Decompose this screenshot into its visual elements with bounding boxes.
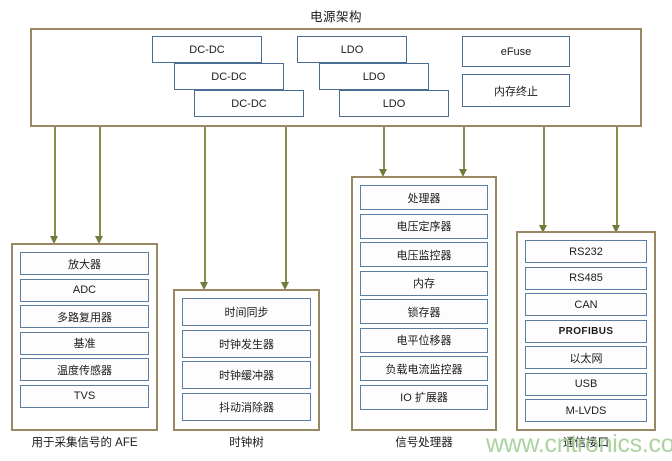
list-item-comm-5[interactable]: USB — [525, 372, 647, 396]
group-signal-processor: 处理器 电压定序器 电压监控器 内存 锁存器 电平位移器 负载电流监控器 IO … — [351, 176, 497, 431]
list-item-label: 温度传感器 — [57, 364, 112, 377]
list-item-afe-2[interactable]: 多路复用器 — [20, 305, 149, 328]
connector-line-comm-1 — [543, 127, 545, 227]
list-item-label: CAN — [574, 298, 598, 311]
list-item-clock-1[interactable]: 时钟发生器 — [182, 329, 311, 358]
list-item-sigproc-2[interactable]: 电压监控器 — [360, 242, 488, 267]
rail-box-dcdc-3[interactable]: DC-DC — [194, 90, 304, 117]
list-item-comm-0[interactable]: RS232 — [525, 240, 647, 263]
connector-arrow-comm-2 — [612, 225, 620, 233]
rail-box-label: LDO — [362, 70, 386, 83]
connector-line-sigproc-2 — [463, 127, 465, 171]
connector-arrow-comm-1 — [539, 225, 547, 233]
list-item-label: 多路复用器 — [57, 311, 112, 324]
rail-box-ldo-1[interactable]: LDO — [297, 36, 407, 63]
group-caption-afe: 用于采集信号的 AFE — [31, 437, 138, 449]
connector-line-clock-2 — [285, 127, 287, 284]
list-item-afe-1[interactable]: ADC — [20, 278, 149, 302]
rail-box-label: LDO — [382, 97, 406, 110]
list-item-label: 基准 — [73, 338, 96, 350]
list-item-label: RS485 — [569, 272, 603, 284]
connector-line-comm-2 — [616, 127, 618, 227]
rail-box-label: DC-DC — [189, 43, 225, 56]
connector-line-clock-1 — [204, 127, 206, 284]
list-item-label: 时间同步 — [224, 307, 269, 319]
connector-line-afe-1 — [54, 127, 56, 238]
group-caption-clock-tree: 时钟树 — [229, 437, 264, 449]
list-item-label: 抖动消除器 — [219, 401, 274, 414]
list-item-label: 锁存器 — [407, 306, 441, 319]
list-item-label: 电平位移器 — [396, 335, 452, 347]
connector-line-sigproc-1 — [383, 127, 385, 171]
group-afe-items: 放大器 ADC 多路复用器 基准 温度传感器 TVS — [20, 252, 149, 411]
rail-box-dcdc-2[interactable]: DC-DC — [174, 63, 284, 90]
rail-box-memory-termination[interactable]: 内存终止 — [462, 74, 570, 107]
list-item-clock-0[interactable]: 时间同步 — [182, 298, 311, 326]
group-comm-interface-items: RS232 RS485 CAN PROFIBUS 以太网 USB M-LVDS — [525, 240, 647, 426]
rail-box-label: 内存终止 — [494, 85, 538, 98]
list-item-sigproc-3[interactable]: 内存 — [360, 270, 488, 296]
connector-arrow-clock-1 — [200, 282, 208, 290]
list-item-sigproc-0[interactable]: 处理器 — [360, 185, 488, 210]
connector-arrow-afe-1 — [50, 236, 58, 244]
group-comm-interface: RS232 RS485 CAN PROFIBUS 以太网 USB M-LVDS — [516, 231, 656, 431]
list-item-label: 电压定序器 — [396, 221, 452, 233]
list-item-comm-2[interactable]: CAN — [525, 293, 647, 316]
group-caption-comm-interface: 通信接口 — [563, 437, 609, 449]
rail-box-ldo-2[interactable]: LDO — [319, 63, 429, 90]
connector-arrow-sigproc-1 — [379, 169, 387, 177]
list-item-sigproc-7[interactable]: IO 扩展器 — [360, 384, 488, 410]
list-item-label: 以太网 — [569, 352, 603, 365]
page-title: 电源架构 — [309, 10, 362, 24]
list-item-afe-5[interactable]: TVS — [20, 384, 149, 408]
rail-box-label: DC-DC — [211, 70, 247, 83]
group-afe: 放大器 ADC 多路复用器 基准 温度传感器 TVS — [11, 243, 158, 431]
list-item-label: PROFIBUS — [558, 325, 614, 337]
list-item-sigproc-1[interactable]: 电压定序器 — [360, 213, 488, 239]
list-item-label: IO 扩展器 — [400, 392, 448, 404]
rail-box-label: LDO — [340, 43, 364, 56]
list-item-label: USB — [574, 378, 598, 390]
list-item-label: 内存 — [413, 278, 435, 290]
group-clock-tree: 时间同步 时钟发生器 时钟缓冲器 抖动消除器 — [173, 289, 320, 431]
list-item-label: 时钟发生器 — [219, 338, 274, 351]
list-item-label: 时钟缓冲器 — [219, 370, 274, 382]
rail-box-label: eFuse — [500, 45, 532, 58]
list-item-clock-2[interactable]: 时钟缓冲器 — [182, 361, 311, 389]
list-item-label: 放大器 — [68, 258, 101, 271]
connector-arrow-clock-2 — [281, 282, 289, 290]
rail-box-dcdc-1[interactable]: DC-DC — [152, 36, 262, 63]
list-item-label: M-LVDS — [565, 404, 607, 417]
rail-box-ldo-3[interactable]: LDO — [339, 90, 449, 117]
list-item-label: RS232 — [569, 245, 603, 258]
list-item-sigproc-6[interactable]: 负载电流监控器 — [360, 356, 488, 381]
list-item-clock-3[interactable]: 抖动消除器 — [182, 392, 311, 421]
group-caption-signal-processor: 信号处理器 — [395, 437, 453, 449]
connector-arrow-sigproc-2 — [459, 169, 467, 177]
list-item-label: 电压监控器 — [396, 249, 452, 262]
list-item-label: TVS — [73, 390, 96, 402]
list-item-sigproc-4[interactable]: 锁存器 — [360, 299, 488, 324]
rail-box-label: DC-DC — [231, 97, 267, 110]
list-item-label: ADC — [72, 284, 97, 296]
list-item-label: 处理器 — [407, 192, 441, 205]
list-item-label: 负载电流监控器 — [385, 363, 463, 376]
connector-line-afe-2 — [99, 127, 101, 238]
list-item-afe-3[interactable]: 基准 — [20, 331, 149, 355]
connector-arrow-afe-2 — [95, 236, 103, 244]
group-signal-processor-items: 处理器 电压定序器 电压监控器 内存 锁存器 电平位移器 负载电流监控器 IO … — [360, 185, 488, 413]
list-item-sigproc-5[interactable]: 电平位移器 — [360, 327, 488, 353]
list-item-comm-4[interactable]: 以太网 — [525, 346, 647, 369]
list-item-comm-6[interactable]: M-LVDS — [525, 399, 647, 422]
list-item-afe-4[interactable]: 温度传感器 — [20, 358, 149, 381]
list-item-comm-3[interactable]: PROFIBUS — [525, 319, 647, 343]
group-clock-tree-items: 时间同步 时钟发生器 时钟缓冲器 抖动消除器 — [182, 298, 311, 424]
rail-box-efuse[interactable]: eFuse — [462, 36, 570, 67]
list-item-afe-0[interactable]: 放大器 — [20, 252, 149, 275]
list-item-comm-1[interactable]: RS485 — [525, 266, 647, 290]
